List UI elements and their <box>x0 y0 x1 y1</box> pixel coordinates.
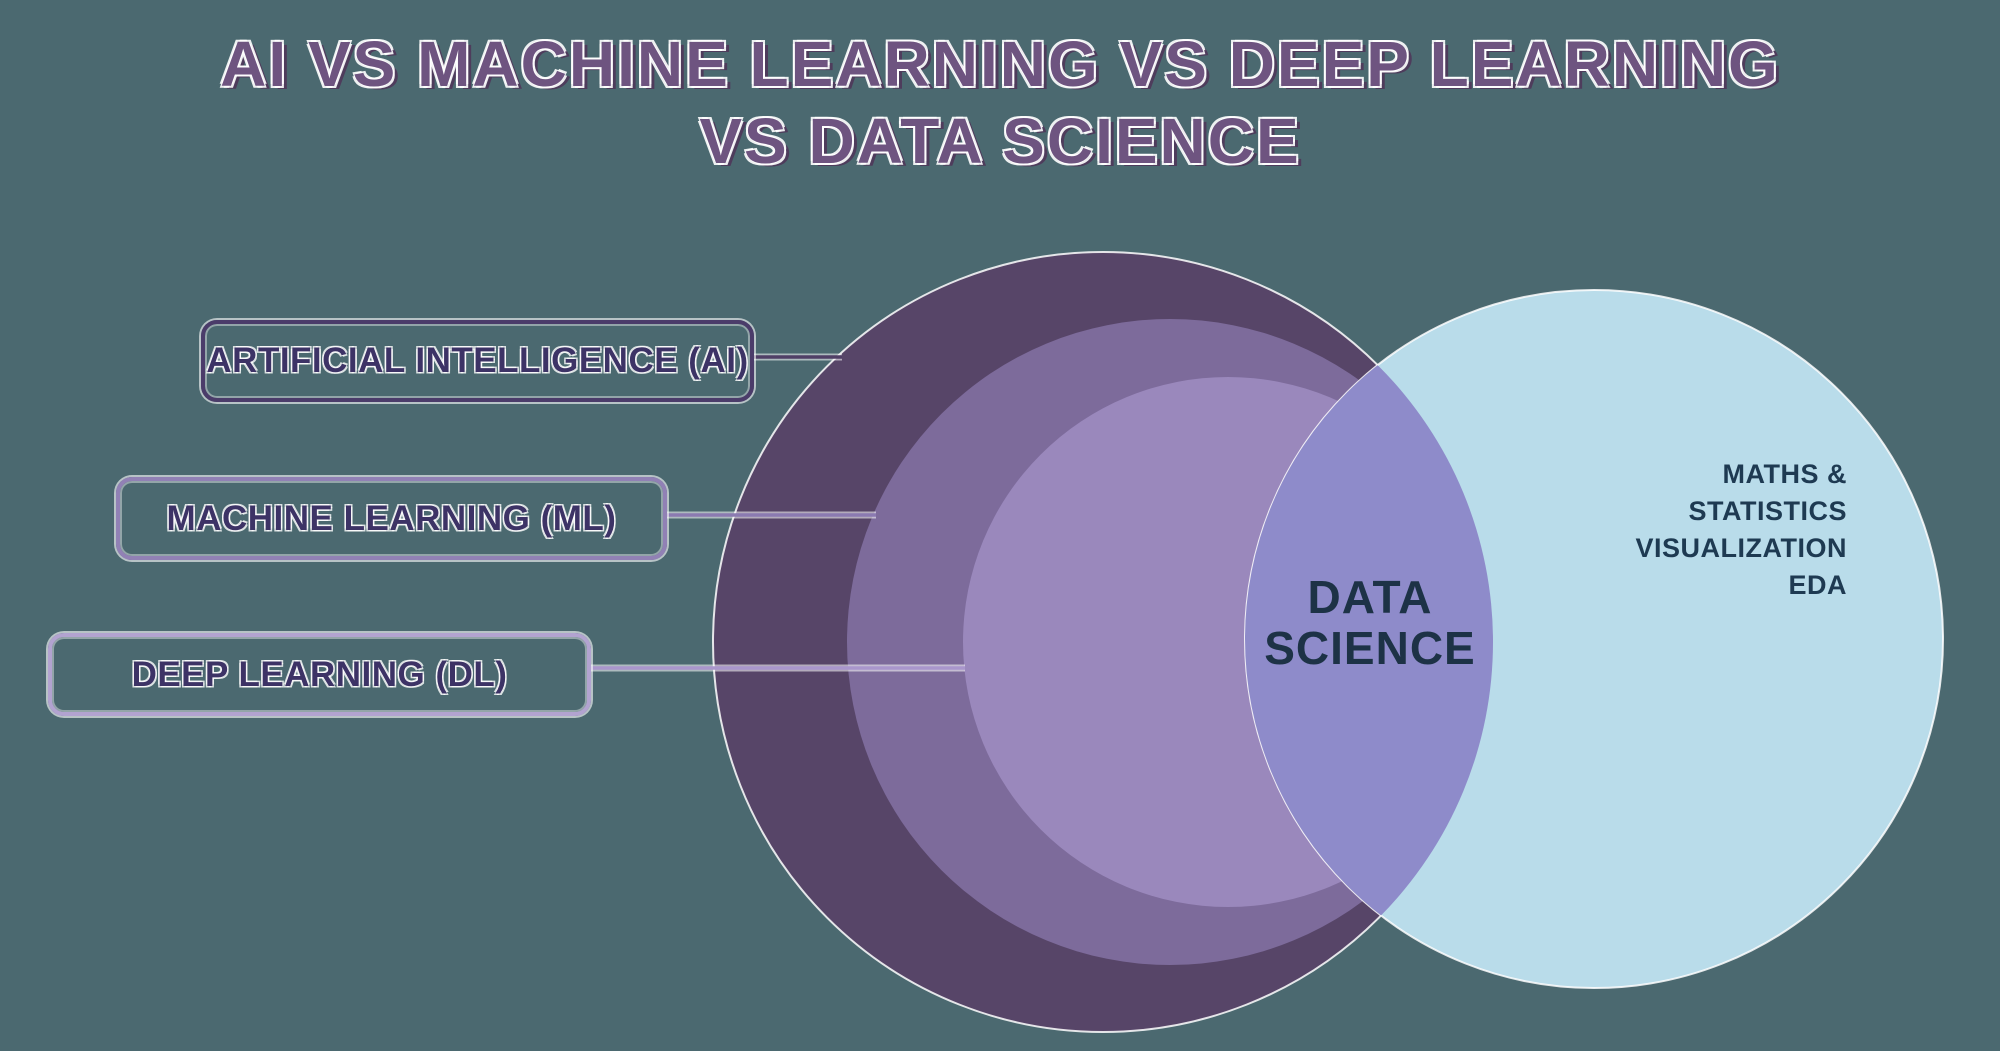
label-box-machine-learning: MACHINE LEARNING (ML) <box>116 477 667 560</box>
label-box-artificial-intelligence: ARTIFICIAL INTELLIGENCE (AI) <box>201 320 754 402</box>
diagram-title: AI VS MACHINE LEARNING VS DEEP LEARNING … <box>0 26 2000 180</box>
maths-label-line-1: MATHS & <box>1722 459 1847 489</box>
data-science-label: DATA SCIENCE <box>1245 572 1495 674</box>
deep-learning-label: DEEP LEARNING (DL) <box>131 654 508 694</box>
maths-statistics-label: MATHS & STATISTICS VISUALIZATION EDA <box>1555 456 1847 604</box>
title-line-1: AI VS MACHINE LEARNING VS DEEP LEARNING <box>220 28 1780 100</box>
title-line-2: VS DATA SCIENCE <box>699 105 1301 177</box>
label-box-deep-learning: DEEP LEARNING (DL) <box>48 633 591 716</box>
machine-learning-label: MACHINE LEARNING (ML) <box>166 498 617 538</box>
maths-label-line-4: EDA <box>1788 570 1847 600</box>
data-science-intersection-region <box>1245 290 1493 988</box>
data-science-label-line-1: DATA <box>1307 571 1433 623</box>
maths-label-line-2: STATISTICS <box>1688 496 1847 526</box>
maths-label-line-3: VISUALIZATION <box>1635 533 1847 563</box>
artificial-intelligence-label: ARTIFICIAL INTELLIGENCE (AI) <box>206 341 749 380</box>
data-science-label-line-2: SCIENCE <box>1264 622 1476 674</box>
